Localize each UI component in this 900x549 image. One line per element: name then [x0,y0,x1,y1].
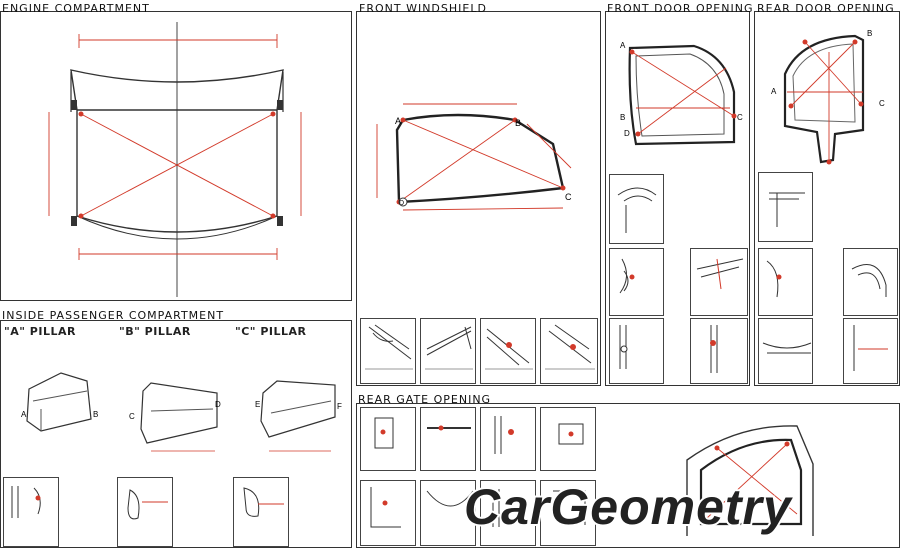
front-door-detail-1 [609,174,664,244]
front-door-diagram: A B C D [620,41,743,146]
svg-text:C: C [129,412,135,421]
point-label-c: C [565,192,572,202]
svg-text:A: A [21,410,27,419]
b-pillar-title: "B" PILLAR [119,325,191,338]
front-door-title: FRONT DOOR OPENING [607,2,754,15]
svg-text:B: B [867,29,872,38]
logo-text: CarGeometry [464,479,793,535]
rear-gate-detail-3 [480,407,536,471]
b-pillar-drawing: C D [129,382,221,452]
engine-compartment-diagram [48,22,302,297]
svg-text:A: A [620,41,626,50]
windshield-detail-d [540,318,598,384]
rear-door-detail-3 [843,248,898,316]
c-pillar-drawing: E F [255,380,342,452]
front-windshield-diagram: A B C D [376,103,572,211]
a-pillar-title: "A" PILLAR [4,325,76,338]
windshield-detail-b [420,318,476,384]
rear-gate-diagram [686,425,814,536]
rear-gate-detail-1 [360,407,416,471]
rear-gate-detail-2 [420,407,476,471]
c-pillar-detail [233,477,289,547]
windshield-detail-a [360,318,416,384]
b-pillar-detail [117,477,173,547]
rear-door-detail-2 [758,248,813,316]
svg-text:D: D [624,129,630,138]
rear-door-diagram: A B C [771,29,885,165]
passenger-compartment-title: INSIDE PASSENGER COMPARTMENT [2,309,225,322]
svg-text:A: A [771,87,777,96]
rear-door-title: REAR DOOR OPENING [757,2,895,15]
rear-gate-detail-7 [480,480,536,546]
rear-gate-detail-8 [540,480,596,546]
windshield-detail-c [480,318,536,384]
front-door-detail-3 [690,248,748,316]
rear-door-panel: A B C [754,11,900,386]
rear-gate-detail-4 [540,407,596,471]
point-label-d: D [399,200,404,207]
c-pillar-title: "C" PILLAR [235,325,307,338]
front-door-detail-2 [609,248,664,316]
a-pillar-drawing: A B [21,372,98,432]
front-door-detail-4 [609,318,664,384]
svg-text:C: C [737,113,743,122]
rear-door-detail-1 [758,172,813,242]
point-label-b: B [515,118,521,128]
rear-gate-panel [356,403,900,548]
svg-text:E: E [255,400,260,409]
rear-door-detail-5 [843,318,898,384]
rear-gate-detail-5 [360,480,416,546]
point-label-a: A [395,116,401,126]
cargeometry-logo: CarGeometry [462,477,794,537]
passenger-compartment-panel: "A" PILLAR "B" PILLAR "C" PILLAR A B C D… [0,320,352,548]
front-door-panel: A B C D [605,11,750,386]
svg-text:D: D [215,400,221,409]
svg-text:F: F [337,402,342,411]
pillar-diagrams: A B C D E F [21,372,342,452]
front-windshield-panel: A B C D [356,11,601,386]
a-pillar-detail [3,477,59,547]
rear-gate-title: REAR GATE OPENING [358,393,492,406]
svg-text:B: B [93,410,98,419]
engine-compartment-title: ENGINE COMPARTMENT [2,2,150,15]
rear-gate-detail-6 [420,480,476,546]
rear-door-detail-4 [758,318,813,384]
engine-compartment-panel [0,11,352,301]
svg-text:B: B [620,113,625,122]
svg-text:C: C [879,99,885,108]
front-windshield-title: FRONT WINDSHIELD [359,2,487,15]
front-door-detail-5 [690,318,748,384]
